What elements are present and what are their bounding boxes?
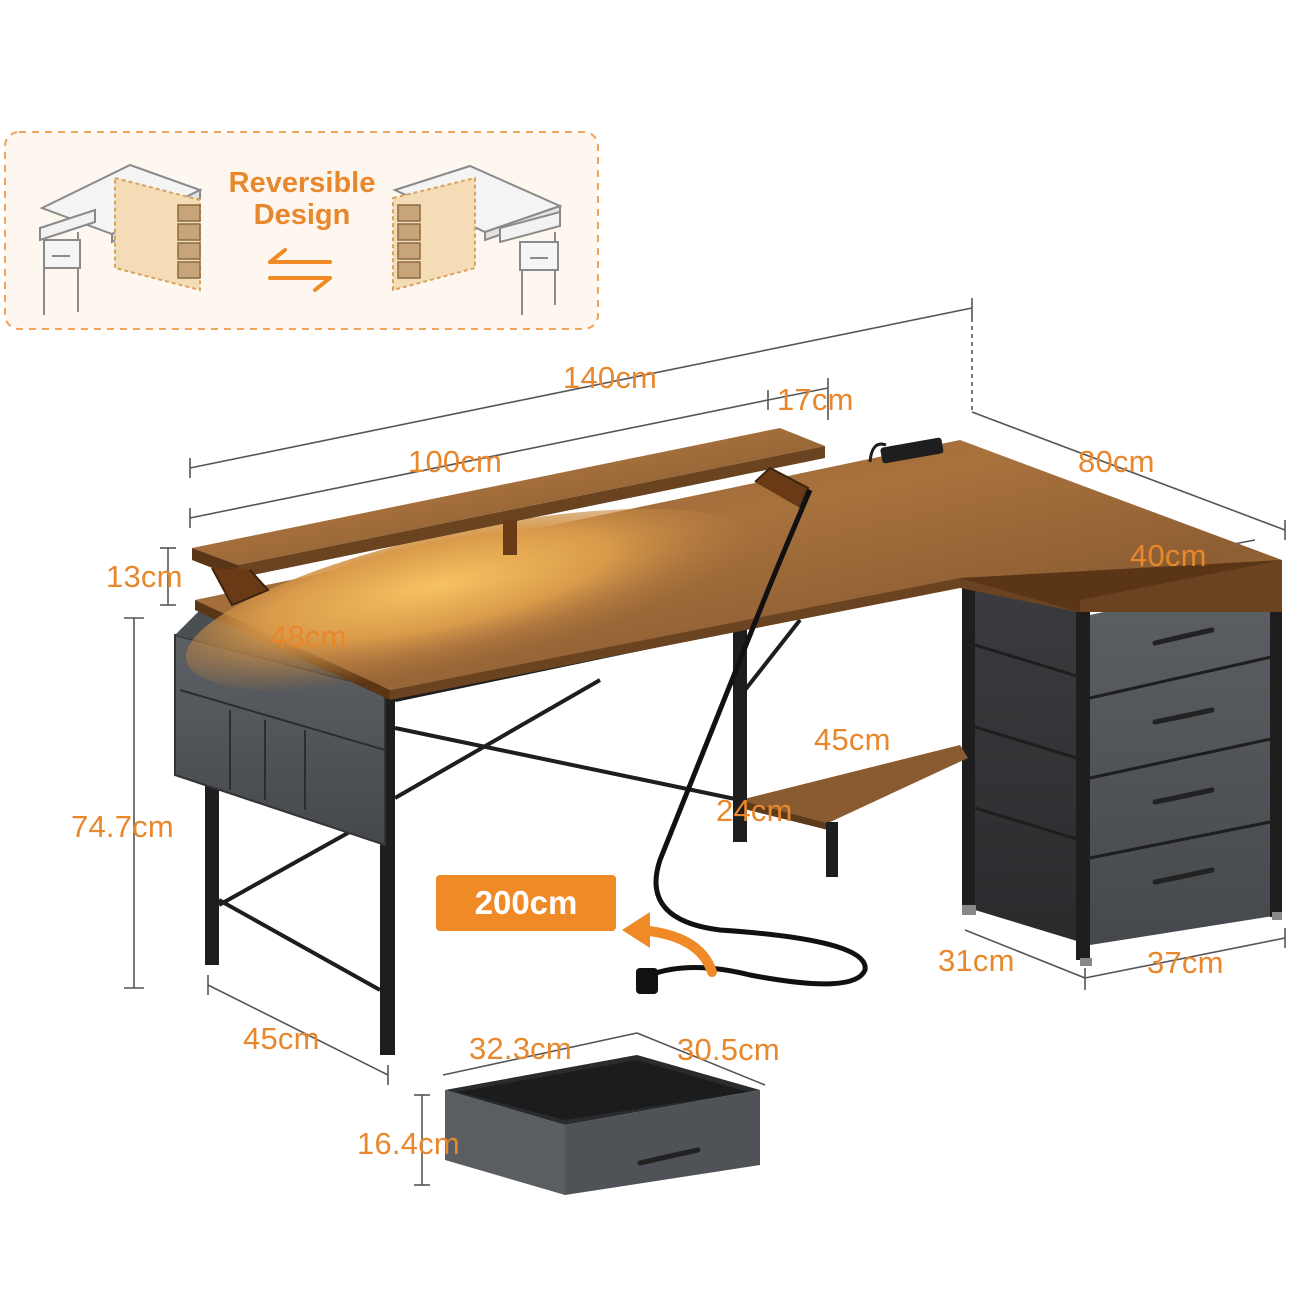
curved-arrow-icon	[622, 912, 717, 977]
dim-riser-height: 13cm	[106, 559, 183, 594]
dim-drawer-depth: 30.5cm	[677, 1032, 780, 1067]
reversible-label-line1: Reversible	[228, 167, 376, 199]
dim-drawer-unit-depth: 31cm	[938, 943, 1015, 978]
reversible-design-label: Reversible Design	[212, 167, 392, 232]
dim-drawer-height: 16.4cm	[357, 1126, 460, 1161]
reversible-design-panel	[4, 131, 599, 330]
drawer-illustration	[445, 1055, 760, 1195]
dim-shelf-width: 45cm	[814, 722, 891, 757]
dim-total-width: 140cm	[563, 360, 658, 395]
swap-arrows-icon	[268, 248, 332, 292]
dim-height: 74.7cm	[71, 809, 174, 844]
dim-leg-depth: 45cm	[243, 1021, 320, 1056]
cable-length-badge: 200cm	[436, 875, 616, 931]
dim-shelf-depth: 24cm	[716, 793, 793, 828]
dim-shelf-offset: 17cm	[777, 382, 854, 417]
mini-desk-right-icon	[392, 164, 563, 315]
desk-illustration	[174, 428, 1282, 1055]
dim-return-length: 80cm	[1078, 444, 1155, 479]
dim-main-width: 100cm	[408, 444, 503, 479]
dim-desk-depth: 48cm	[270, 619, 347, 654]
dim-drawer-unit-width: 37cm	[1147, 945, 1224, 980]
reversible-label-line2: Design	[253, 198, 351, 231]
dim-return-depth: 40cm	[1130, 538, 1207, 573]
mini-desk-left-icon	[39, 163, 203, 315]
dim-drawer-width: 32.3cm	[469, 1031, 572, 1066]
